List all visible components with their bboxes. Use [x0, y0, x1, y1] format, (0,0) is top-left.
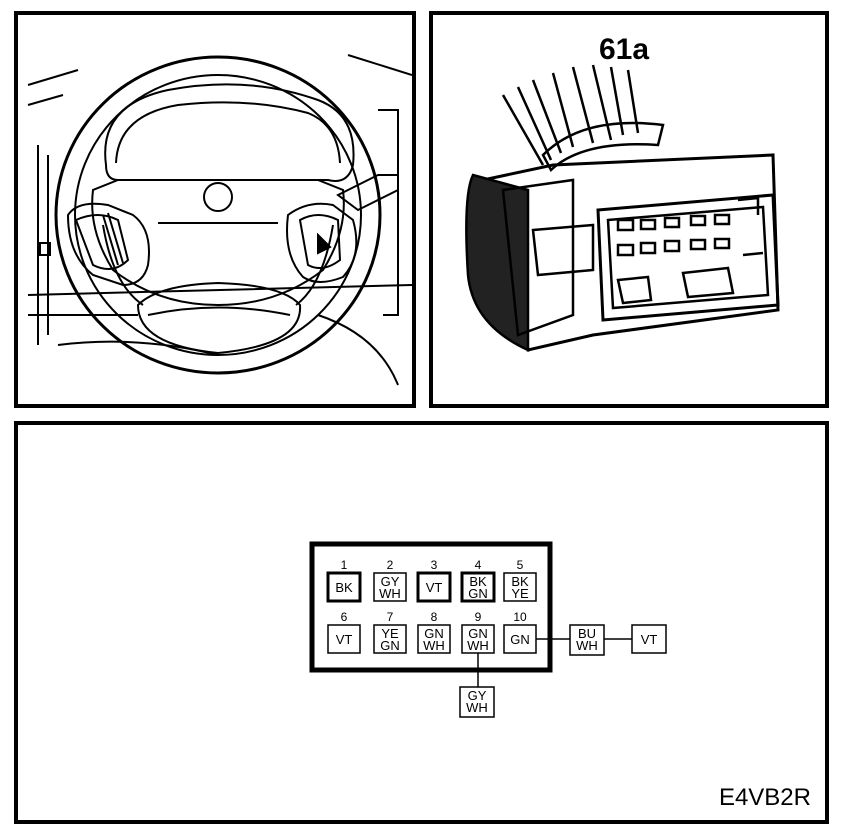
- pin-7-color-2: GN: [380, 638, 400, 653]
- pin-number-10: 10: [513, 610, 527, 624]
- figure-code: E4VB2R: [718, 784, 811, 811]
- pin-number-9: 9: [475, 610, 482, 624]
- pin-8-color-1: GN: [424, 626, 444, 641]
- pin-1-color: BK: [335, 580, 353, 595]
- pin-3: VT: [416, 571, 452, 603]
- pin-3-color: VT: [426, 580, 443, 595]
- connector-panel: 61a: [429, 11, 829, 408]
- pin-7-color-1: YE: [381, 626, 399, 641]
- connector-illustration: [465, 64, 780, 352]
- pin-4-color-1: BK: [469, 574, 487, 589]
- pin-number-6: 6: [341, 610, 348, 624]
- pin-9-color-1: GN: [468, 626, 488, 641]
- pin-number-3: 3: [431, 558, 438, 572]
- pin-2-color-1: GY: [381, 574, 400, 589]
- pin-number-1: 1: [341, 558, 348, 572]
- pin-number-2: 2: [387, 558, 394, 572]
- steering-wheel-panel: [14, 11, 416, 408]
- ext-gy-wh-color-1: GY: [468, 688, 487, 703]
- ext-vt-color: VT: [641, 632, 658, 647]
- pin-8-color-2: WH: [423, 638, 445, 653]
- ext-vt: VT: [631, 624, 667, 654]
- steering-wheel-illustration: [27, 54, 412, 386]
- pin-number-5: 5: [517, 558, 524, 572]
- pin-number-8: 8: [431, 610, 438, 624]
- pin-2-color-2: WH: [379, 586, 401, 601]
- pin-5-color-2: YE: [511, 586, 529, 601]
- connector-label: 61a: [599, 33, 650, 66]
- pin-number-7: 7: [387, 610, 394, 624]
- pin-5-color-1: BK: [511, 574, 529, 589]
- ext-gy-wh-color-2: WH: [466, 700, 488, 715]
- pin-9-color-2: WH: [467, 638, 489, 653]
- pin-4-color-2: GN: [468, 586, 488, 601]
- pin-10: GN: [503, 624, 537, 654]
- pin-number-4: 4: [475, 558, 482, 572]
- pin-1: BK: [326, 571, 362, 603]
- pin-6: VT: [327, 624, 361, 654]
- pin-6-color: VT: [336, 632, 353, 647]
- ext-bu-wh-color-2: WH: [576, 638, 598, 653]
- pin-10-color: GN: [510, 632, 530, 647]
- ext-bu-wh-color-1: BU: [578, 626, 596, 641]
- pinout-diagram: 1BK2GYWH3VT4BKGN5BKYE6VT7YEGN8GNWH9GNWH1…: [309, 541, 667, 718]
- connector-housing: [309, 541, 553, 673]
